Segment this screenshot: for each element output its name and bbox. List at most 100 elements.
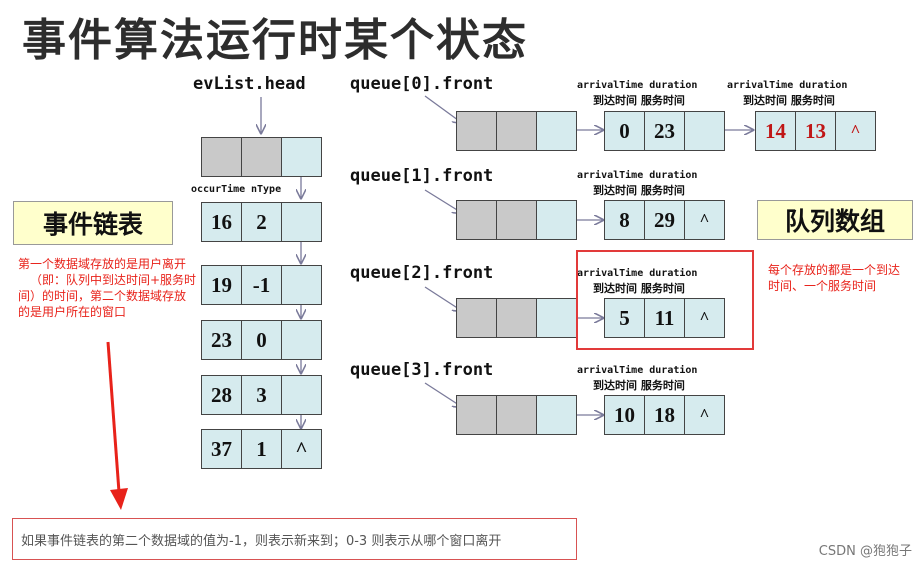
- note-line: 间）的时间，第二个数据域存放: [18, 289, 187, 303]
- front-cell: [457, 299, 497, 337]
- queue-1-node-header: arrivalTime duration 到达时间 服务时间: [577, 170, 697, 198]
- queue-2-node: 5 11 ^: [604, 298, 725, 338]
- queue-1-front-node: [456, 200, 577, 240]
- queue-3-node-header: arrivalTime duration 到达时间 服务时间: [577, 365, 697, 393]
- duration-en: duration: [799, 80, 848, 91]
- queue-3-front-node: [456, 395, 577, 435]
- event-type: 1: [242, 430, 282, 468]
- duration: 13: [796, 112, 836, 150]
- ntype-header: nType: [251, 184, 282, 195]
- duration: 29: [645, 201, 685, 239]
- header-cn: 到达时间 服务时间: [577, 92, 697, 108]
- queue-0-node-2-header: arrivalTime duration 到达时间 服务时间: [727, 80, 847, 108]
- header-en: arrivalTime duration: [577, 365, 697, 377]
- event-next: ^: [282, 430, 321, 468]
- next: ^: [685, 396, 724, 434]
- arrival-cn: 到达时间: [743, 94, 787, 107]
- queue-0-node-1: 0 23: [604, 111, 725, 151]
- event-type: 2: [242, 203, 282, 241]
- arrival-time: 14: [756, 112, 796, 150]
- queue-1-label: queue[1].front: [350, 166, 494, 186]
- event-node: 37 1 ^: [201, 429, 322, 469]
- evlist-head-node: [201, 137, 322, 177]
- header-cn: 到达时间 服务时间: [577, 182, 697, 198]
- head-cell-2: [242, 138, 282, 176]
- event-node: 16 2: [201, 202, 322, 242]
- duration: 18: [645, 396, 685, 434]
- service-cn: 服务时间: [640, 282, 685, 295]
- occurtime-header: occurTime: [191, 184, 246, 195]
- event-node: 23 0: [201, 320, 322, 360]
- next: ^: [685, 201, 724, 239]
- arrival-cn: 到达时间: [593, 282, 637, 295]
- header-en: arrivalTime duration: [577, 170, 697, 182]
- front-next: [537, 201, 576, 239]
- queue-3-node: 10 18 ^: [604, 395, 725, 435]
- front-next: [537, 299, 576, 337]
- note-line: 每个存放的都是一个到达: [768, 263, 901, 277]
- front-cell: [457, 201, 497, 239]
- event-next: [282, 376, 321, 414]
- event-occur-time: 23: [202, 321, 242, 359]
- note-line: （即：队列中到达时间+服务时: [30, 273, 197, 287]
- event-type: -1: [242, 266, 282, 304]
- next: ^: [685, 299, 724, 337]
- header-cn: 到达时间 服务时间: [577, 377, 697, 393]
- front-next: [537, 396, 576, 434]
- watermark: CSDN @狍狍子: [818, 544, 912, 559]
- header-en: arrivalTime duration: [577, 80, 697, 92]
- arrival-cn: 到达时间: [593, 94, 637, 107]
- event-occur-time: 16: [202, 203, 242, 241]
- front-cell: [497, 299, 537, 337]
- arrival-time: 0: [605, 112, 645, 150]
- queue-3-label: queue[3].front: [350, 360, 494, 380]
- service-cn: 服务时间: [640, 379, 685, 392]
- front-cell: [457, 112, 497, 150]
- note-line: 第一个数据域存放的是用户离开: [18, 257, 187, 271]
- bottom-note: 如果事件链表的第二个数据域的值为-1，则表示新来到；0-3 则表示从哪个窗口离开: [12, 518, 577, 560]
- event-list-label: 事件链表: [13, 201, 173, 245]
- event-occur-time: 37: [202, 430, 242, 468]
- event-node: 19 -1: [201, 265, 322, 305]
- service-cn: 服务时间: [790, 94, 835, 107]
- front-cell: [497, 112, 537, 150]
- arrival-cn: 到达时间: [593, 184, 637, 197]
- front-cell: [497, 396, 537, 434]
- event-type: 3: [242, 376, 282, 414]
- event-node: 28 3: [201, 375, 322, 415]
- next: [685, 112, 724, 150]
- arrival-en: arrivalTime: [727, 80, 794, 91]
- head-cell-next: [282, 138, 321, 176]
- page-title: 事件算法运行时某个状态: [22, 15, 528, 66]
- queue-1-node: 8 29 ^: [604, 200, 725, 240]
- queue-0-node-2: 14 13 ^: [755, 111, 876, 151]
- event-next: [282, 321, 321, 359]
- header-en: arrivalTime duration: [727, 80, 847, 92]
- note-line: 的是用户所在的窗口: [18, 305, 127, 319]
- queue-2-node-header: arrivalTime duration 到达时间 服务时间: [577, 268, 697, 296]
- event-occur-time: 19: [202, 266, 242, 304]
- arrival-en: arrivalTime: [577, 170, 644, 181]
- front-cell: [497, 201, 537, 239]
- front-next: [537, 112, 576, 150]
- arrival-time: 10: [605, 396, 645, 434]
- event-next: [282, 203, 321, 241]
- arrival-en: arrivalTime: [577, 80, 644, 91]
- queue-0-node-1-header: arrivalTime duration 到达时间 服务时间: [577, 80, 697, 108]
- duration-en: duration: [649, 365, 698, 376]
- event-list-note: 第一个数据域存放的是用户离开 （即：队列中到达时间+服务时 间）的时间，第二个数…: [18, 256, 208, 320]
- arrival-en: arrivalTime: [577, 268, 644, 279]
- queue-2-front-node: [456, 298, 577, 338]
- arrival-en: arrivalTime: [577, 365, 644, 376]
- note-line: 时间、一个服务时间: [768, 279, 877, 293]
- queue-2-label: queue[2].front: [350, 263, 494, 283]
- evlist-head-label: evList.head: [193, 74, 306, 94]
- duration: 11: [645, 299, 685, 337]
- header-en: arrivalTime duration: [577, 268, 697, 280]
- duration: 23: [645, 112, 685, 150]
- event-next: [282, 266, 321, 304]
- arrival-cn: 到达时间: [593, 379, 637, 392]
- header-cn: 到达时间 服务时间: [727, 92, 847, 108]
- arrival-time: 5: [605, 299, 645, 337]
- service-cn: 服务时间: [640, 94, 685, 107]
